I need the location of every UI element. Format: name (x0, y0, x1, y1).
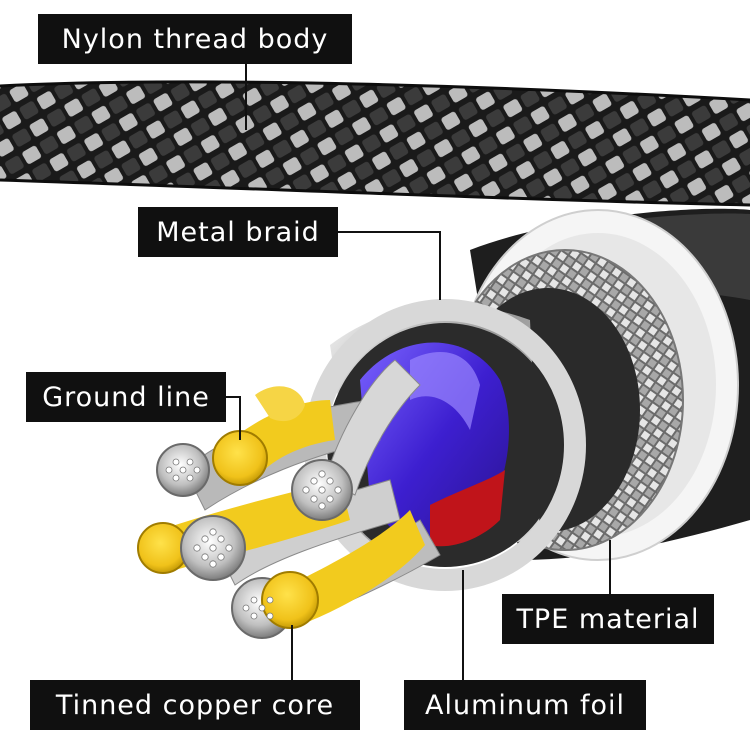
label-tpe-material: TPE material (502, 594, 714, 644)
label-nylon-thread-body: Nylon thread body (38, 14, 352, 64)
strand-dot-texture (165, 458, 342, 620)
label-aluminum-foil: Aluminum foil (404, 680, 646, 730)
wire-ends (137, 430, 353, 639)
label-tinned-copper-core: Tinned copper core (30, 680, 360, 730)
yellow-core-end (261, 571, 319, 629)
label-metal-braid: Metal braid (138, 207, 338, 257)
label-ground-line: Ground line (26, 372, 226, 422)
nylon-braided-body (0, 80, 750, 207)
leader-metal (338, 231, 441, 300)
leader-ground (226, 396, 241, 440)
